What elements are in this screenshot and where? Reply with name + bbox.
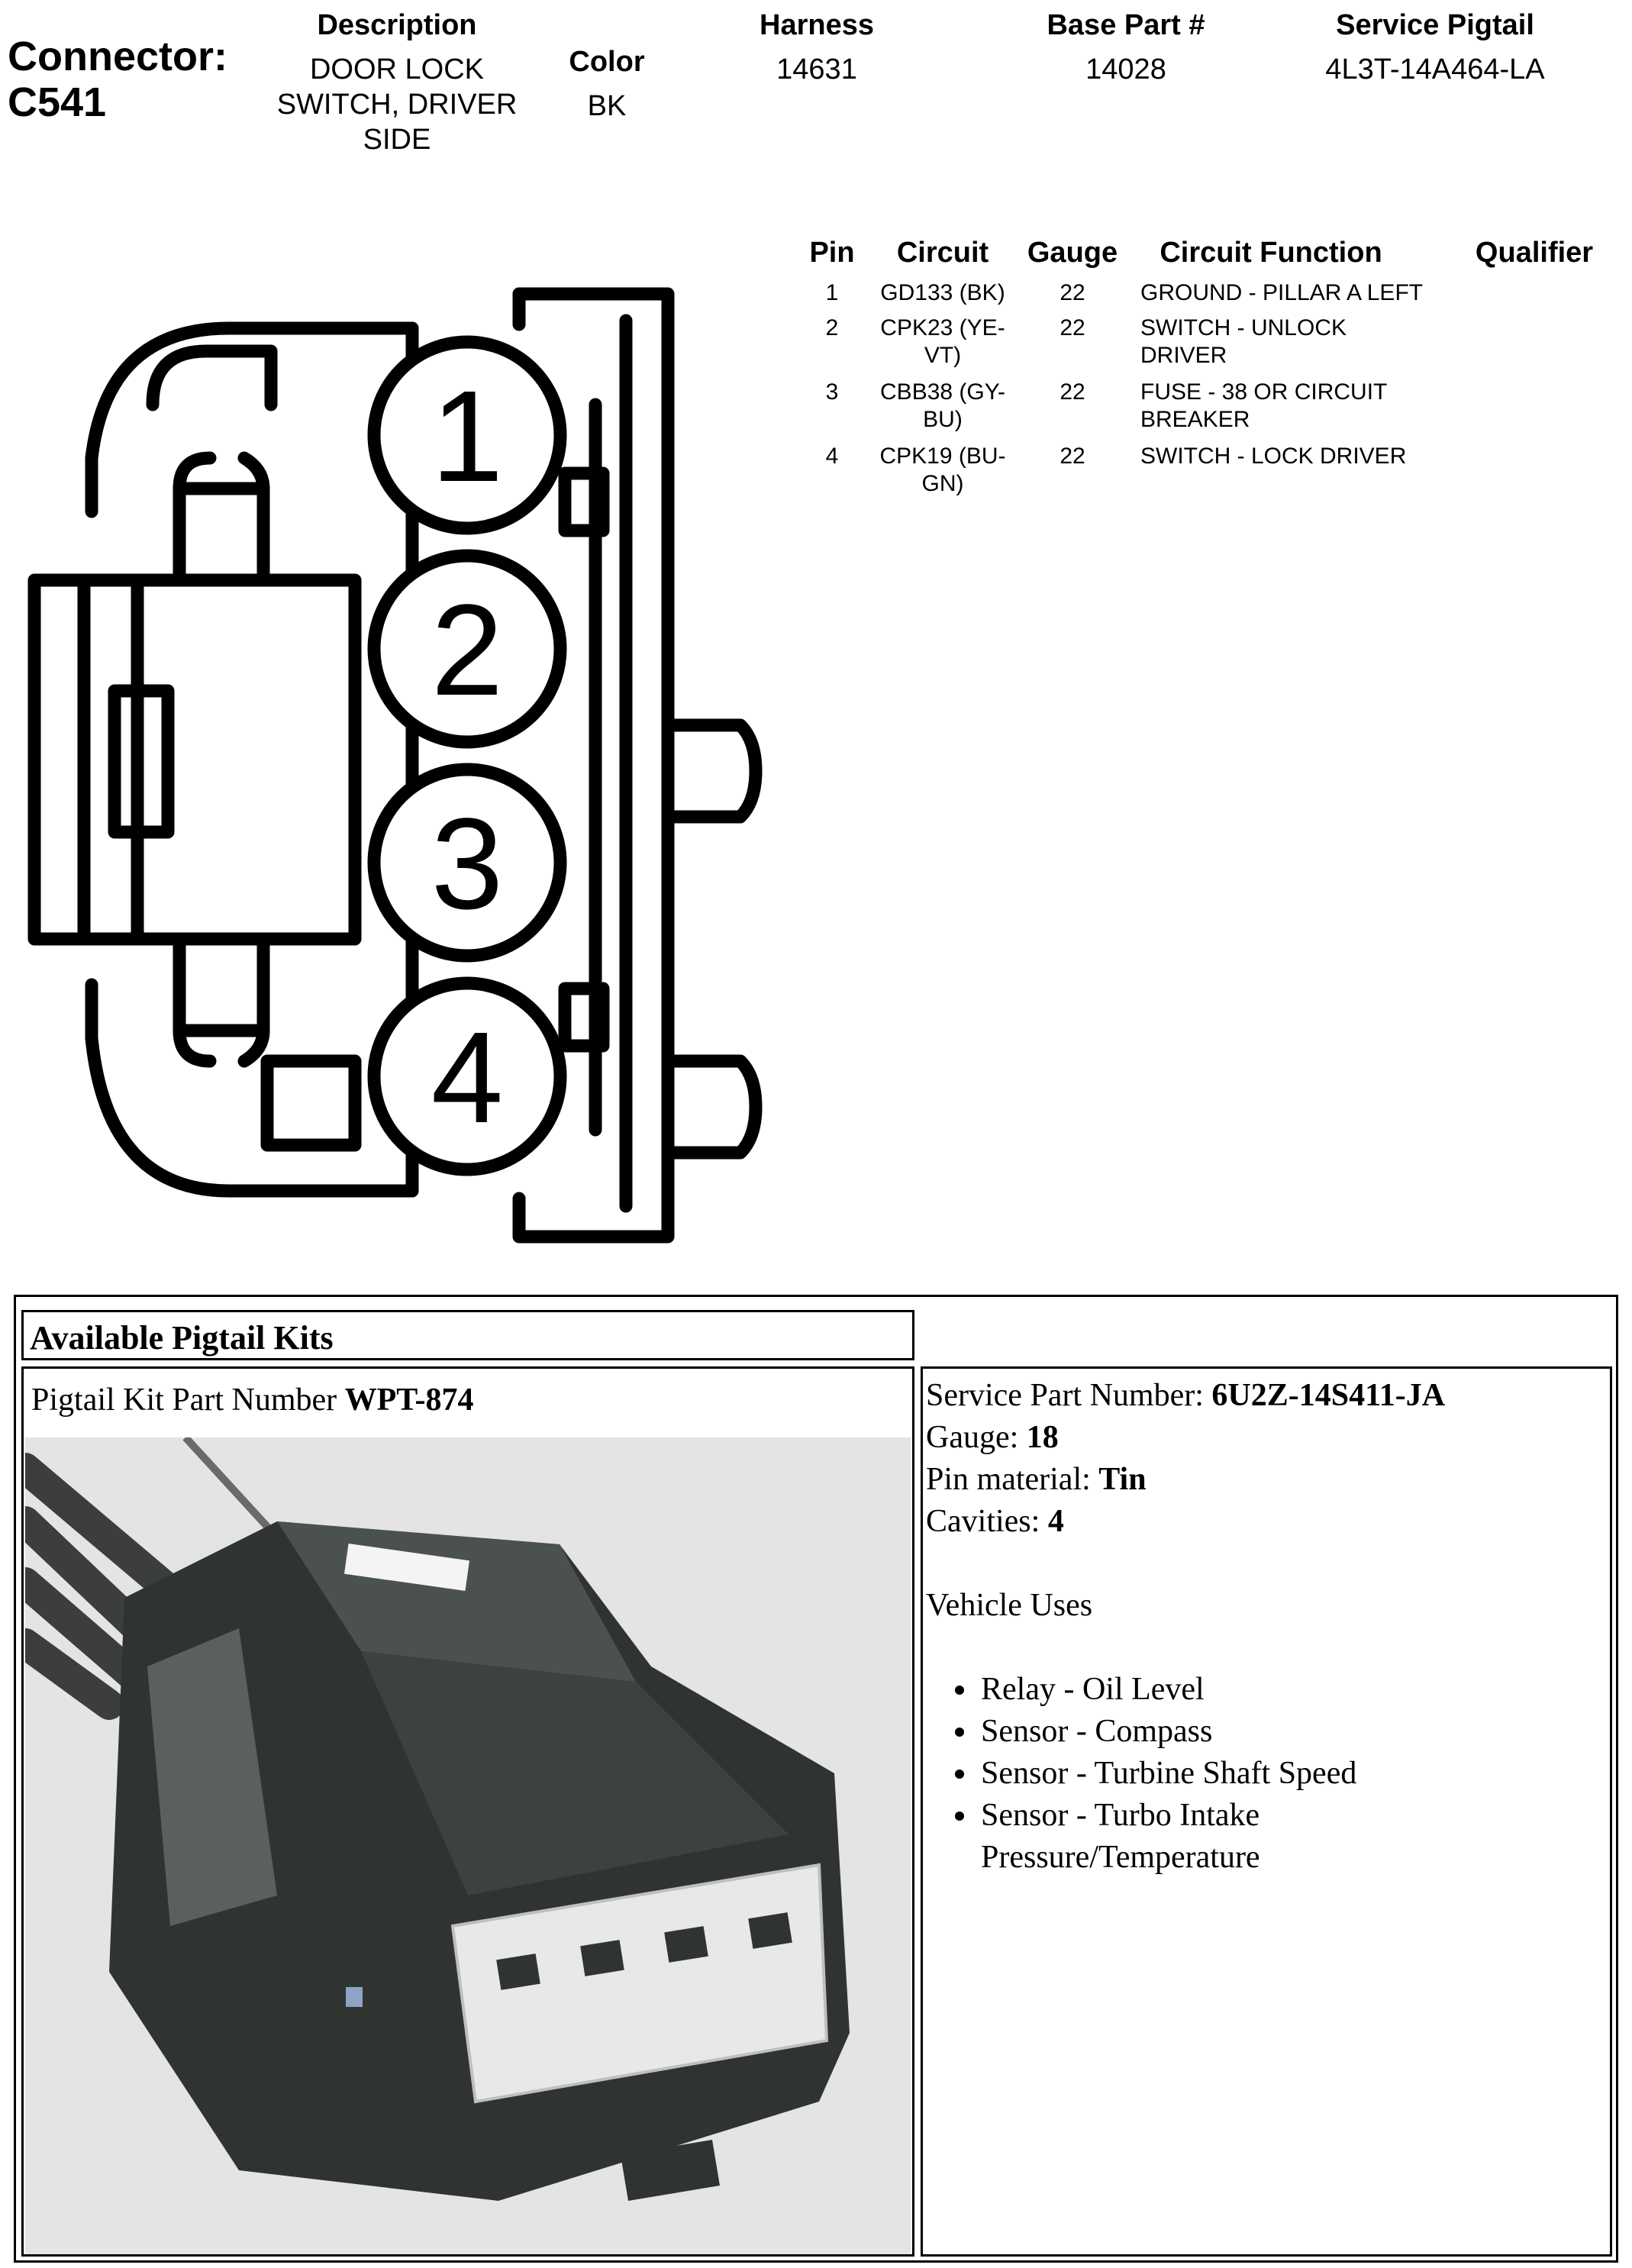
list-item: Sensor - Compass xyxy=(926,1711,1605,1753)
pin-cell: 4 xyxy=(825,444,839,469)
kit-part-number: Pigtail Kit Part Number WPT-874 xyxy=(31,1382,474,1418)
service-part-number: Service Part Number: 6U2Z-14S411-JA xyxy=(926,1378,1446,1413)
harness-header: Harness xyxy=(760,9,874,41)
bullet-icon xyxy=(955,1728,964,1737)
description-value: DOOR LOCK SWITCH, DRIVER SIDE xyxy=(252,52,542,157)
wire xyxy=(25,1567,155,1697)
circuit-cell: CBB38 (GY- BU) xyxy=(880,379,1005,432)
kit-photo-cell: Pigtail Kit Part Number WPT-874 xyxy=(21,1366,914,2257)
cavity-number: 1 xyxy=(431,364,504,509)
qualifier-col-header: Qualifier xyxy=(1475,237,1594,269)
housing-outline xyxy=(85,321,419,518)
service-pigtail-header: Service Pigtail xyxy=(1336,9,1534,41)
cavity-2 xyxy=(367,549,567,749)
right-tab xyxy=(661,1054,763,1160)
bullet-icon xyxy=(955,1811,964,1821)
function-col-header: Circuit Function xyxy=(1159,237,1382,269)
function-cell: SWITCH - UNLOCK DRIVER xyxy=(1140,315,1347,368)
harness-value: 14631 xyxy=(776,53,857,85)
cavity-number: 2 xyxy=(431,578,504,723)
cap-cavity xyxy=(496,1953,540,1990)
pigtail-photo xyxy=(25,1437,911,2254)
description-line: SIDE xyxy=(363,124,431,156)
circuit-cell: CPK19 (BU- GN) xyxy=(879,444,1006,496)
kit-details: Service Part Number: 6U2Z-14S411-JA Gaug… xyxy=(926,1375,1605,1879)
function-cell: FUSE - 38 OR CIRCUIT BREAKER xyxy=(1140,379,1388,432)
cavity-3 xyxy=(367,763,567,963)
list-item: Sensor - Turbine Shaft Speed xyxy=(926,1753,1605,1795)
pin-cell: 1 xyxy=(825,280,839,305)
color-header: Color xyxy=(569,46,645,78)
cavity-4 xyxy=(367,976,567,1176)
pigtail-kits-heading-cell: Available Pigtail Kits xyxy=(21,1310,914,1360)
pigtail-kits-heading: Available Pigtail Kits xyxy=(30,1319,334,1357)
bullet-icon xyxy=(955,1770,964,1779)
connector-face-diagram: 1 2 3 4 xyxy=(27,287,763,1244)
cap-cavity xyxy=(664,1926,708,1963)
list-item: Relay - Oil Level xyxy=(926,1669,1605,1711)
pin-material: Pin material: Tin xyxy=(926,1462,1147,1497)
pin-table: Pin Circuit Gauge Circuit Function Quali… xyxy=(794,237,1626,504)
color-value: BK xyxy=(587,90,627,122)
base-part-value: 14028 xyxy=(1085,53,1166,85)
cap-cavity xyxy=(580,1940,624,1976)
right-tab xyxy=(661,718,763,824)
vehicle-uses-list: Relay - Oil Level Sensor - Compass Senso… xyxy=(926,1669,1605,1879)
description-line: DOOR LOCK xyxy=(309,53,485,85)
vehicle-uses-label: Vehicle Uses xyxy=(926,1588,1093,1623)
housing-outline xyxy=(85,978,419,1198)
service-pigtail-value: 4L3T-14A464-LA xyxy=(1325,53,1545,85)
cavity-number: 3 xyxy=(431,792,504,937)
function-cell: SWITCH - LOCK DRIVER xyxy=(1140,444,1407,469)
connector-id: C541 xyxy=(8,79,107,125)
gauge-cell: 22 xyxy=(1060,315,1085,340)
pin-cell: 2 xyxy=(825,315,839,340)
pin-col-header: Pin xyxy=(809,237,855,269)
gauge-cell: 22 xyxy=(1060,280,1085,305)
circuit-cell: CPK23 (YE- VT) xyxy=(880,315,1005,368)
cap-cavity xyxy=(748,1912,792,1949)
gauge-cell: 22 xyxy=(1060,379,1085,405)
connector-label: Connector: xyxy=(8,34,227,79)
gauge-col-header: Gauge xyxy=(1027,237,1118,269)
circuit-col-header: Circuit xyxy=(896,237,989,269)
kit-details-cell: Service Part Number: 6U2Z-14S411-JA Gaug… xyxy=(921,1366,1612,2257)
gauge-cell: 22 xyxy=(1060,444,1085,469)
cavity-number: 4 xyxy=(431,1005,504,1150)
right-rail xyxy=(512,287,675,1244)
description-header: Description xyxy=(317,9,477,41)
base-part-header: Base Part # xyxy=(1047,9,1205,41)
latch-slot xyxy=(108,684,175,839)
kit-gauge: Gauge: 18 xyxy=(926,1420,1059,1455)
function-cell: GROUND - PILLAR A LEFT xyxy=(1140,280,1424,305)
wire xyxy=(25,1628,124,1720)
cavities: Cavities: 4 xyxy=(926,1504,1064,1539)
bullet-icon xyxy=(955,1686,964,1695)
description-line: SWITCH, DRIVER xyxy=(276,89,518,121)
connector-cap xyxy=(450,1863,829,2104)
cavity-1 xyxy=(367,335,567,535)
pin-cell: 3 xyxy=(825,379,839,405)
pigtail-kits-table xyxy=(14,1295,1618,2263)
circuit-cell: GD133 (BK) xyxy=(880,280,1005,305)
